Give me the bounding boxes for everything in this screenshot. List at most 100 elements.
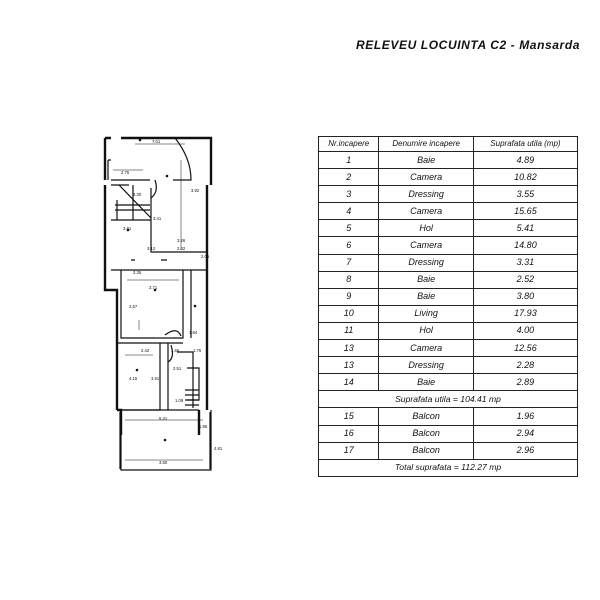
dim-9: 2.42 xyxy=(177,246,186,251)
floor-plan: 7.01 2.75 3.30 3.91 3.92 3.41 3.26 3.12 … xyxy=(95,130,225,475)
room-area: 2.28 xyxy=(472,356,579,375)
room-name: Baie xyxy=(378,287,474,306)
room-nr: 13 xyxy=(317,356,380,375)
room-nr: 10 xyxy=(317,304,380,323)
dim-1: 7.01 xyxy=(152,139,161,144)
room-nr: 8 xyxy=(317,270,380,289)
rooms-table: Nr.incapere Denumire incapere Suprafata … xyxy=(317,136,579,477)
room-area: 4.00 xyxy=(472,321,579,341)
header-nr: Nr.incapere xyxy=(317,136,380,152)
dim-4: 3.91 xyxy=(123,226,132,231)
room-area: 15.65 xyxy=(472,202,579,221)
total-row: Total suprafata = 112.27 mp xyxy=(318,458,578,477)
room-name: Camera xyxy=(378,236,474,255)
room-nr: 11 xyxy=(317,321,380,341)
room-area: 3.55 xyxy=(472,185,579,204)
floor-plan-drawing: 7.01 2.75 3.30 3.91 3.92 3.41 3.26 3.12 … xyxy=(103,136,223,471)
room-nr: 16 xyxy=(317,424,380,443)
dim-8: 3.12 xyxy=(147,246,156,251)
dim-11: 3.35 xyxy=(133,270,142,275)
room-area: 2.94 xyxy=(472,424,579,443)
dim-12: 3.71 xyxy=(149,285,158,290)
room-area: 5.41 xyxy=(472,219,579,238)
room-area: 17.93 xyxy=(472,304,579,323)
room-nr: 14 xyxy=(317,373,380,392)
room-area: 10.82 xyxy=(472,168,579,187)
dim-25: 4.81 xyxy=(214,446,223,451)
dim-13: 2.67 xyxy=(129,304,138,309)
room-name: Balcon xyxy=(378,424,474,443)
dim-10: 2.05 xyxy=(201,254,210,259)
dim-17: 1.75 xyxy=(193,348,202,353)
room-name: Dressing xyxy=(378,253,474,272)
room-name: Hol xyxy=(378,321,474,341)
room-area: 14.80 xyxy=(472,236,579,255)
room-area: 3.31 xyxy=(472,253,579,272)
dim-14: 1.84 xyxy=(189,330,198,335)
room-name: Balcon xyxy=(378,407,474,426)
plan-dimensions: 7.01 2.75 3.30 3.91 3.92 3.41 3.26 3.12 … xyxy=(121,139,223,465)
room-nr: 5 xyxy=(317,219,380,238)
room-nr: 17 xyxy=(317,441,380,460)
total-text: Total suprafata = 112.27 mp xyxy=(318,458,578,477)
room-name: Dressing xyxy=(378,185,474,204)
dim-6: 3.41 xyxy=(153,216,162,221)
dim-20: 2.51 xyxy=(173,366,182,371)
room-name: Baie xyxy=(378,150,474,170)
room-nr: 1 xyxy=(317,150,380,170)
header-area: Suprafata utila (mp) xyxy=(472,136,579,152)
dim-19: 3.91 xyxy=(151,376,160,381)
document-title: RELEVEU LOCUINTA C2 - Mansarda xyxy=(356,38,581,52)
dim-16: 1.66 xyxy=(171,348,180,353)
table-header-row: Nr.incapere Denumire incapere Suprafata … xyxy=(317,136,579,152)
dim-22: 5.31 xyxy=(159,416,168,421)
room-name: Camera xyxy=(378,339,474,358)
room-area: 2.96 xyxy=(472,441,579,460)
subtotal-text: Suprafata utila = 104.41 mp xyxy=(318,390,578,409)
dim-18: 4.15 xyxy=(129,376,138,381)
room-nr: 13 xyxy=(317,339,380,358)
room-area: 1.96 xyxy=(472,407,579,426)
dim-7: 3.26 xyxy=(177,238,186,243)
room-nr: 6 xyxy=(317,236,380,255)
dim-3: 3.30 xyxy=(133,192,142,197)
room-name: Hol xyxy=(378,219,474,238)
room-area: 2.89 xyxy=(472,373,579,392)
room-area: 4.89 xyxy=(472,150,579,170)
room-name: Baie xyxy=(378,270,474,289)
subtotal-row: Suprafata utila = 104.41 mp xyxy=(318,390,578,409)
header-name: Denumire incapere xyxy=(378,136,474,152)
room-name: Living xyxy=(378,304,474,323)
room-area: 3.80 xyxy=(472,287,579,306)
dim-2: 2.75 xyxy=(121,170,130,175)
dim-24: 3.50 xyxy=(159,460,168,465)
room-nr: 9 xyxy=(317,287,380,306)
dim-15: 2.42 xyxy=(141,348,150,353)
room-area: 2.52 xyxy=(472,270,579,289)
room-name: Dressing xyxy=(378,356,474,375)
room-nr: 4 xyxy=(317,202,380,221)
dim-21: 1.09 xyxy=(175,398,184,403)
room-nr: 15 xyxy=(317,407,380,426)
room-nr: 2 xyxy=(317,168,380,187)
room-name: Balcon xyxy=(378,441,474,460)
room-area: 12.56 xyxy=(472,339,579,358)
room-markers xyxy=(126,138,197,442)
